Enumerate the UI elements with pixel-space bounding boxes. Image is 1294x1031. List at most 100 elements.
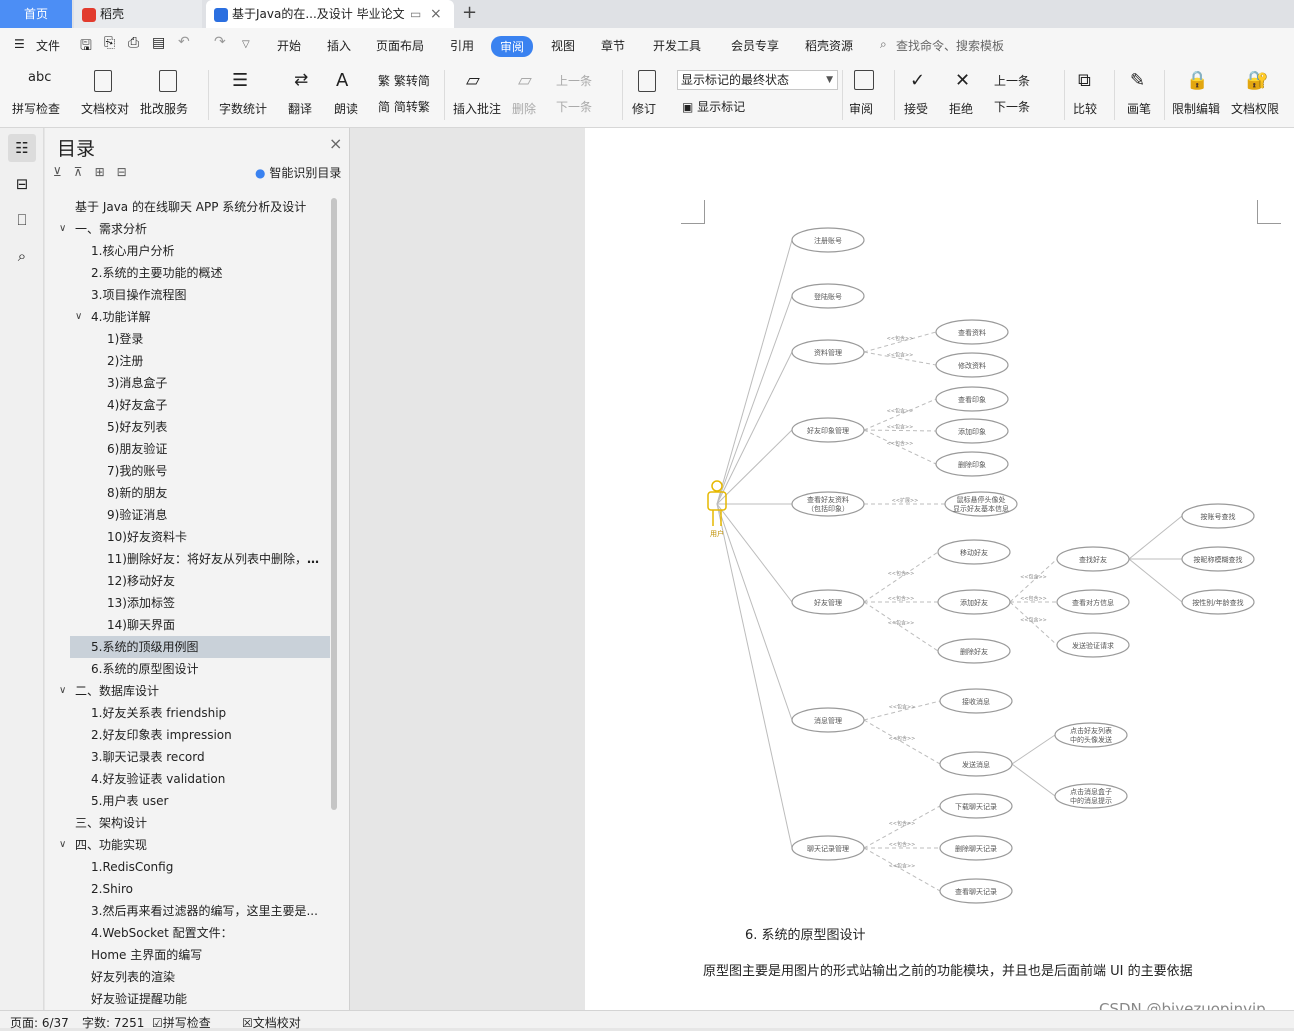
close-tab-icon[interactable]: × bbox=[430, 6, 442, 22]
toc-item[interactable]: 6.系统的原型图设计 bbox=[45, 658, 330, 680]
new-tab-button[interactable]: + bbox=[462, 2, 478, 23]
menu-insert[interactable]: 插入 bbox=[327, 39, 352, 53]
add-level-icon[interactable]: ⊞ bbox=[94, 165, 117, 179]
toc-item[interactable]: 2.Shiro bbox=[45, 878, 330, 900]
pen-button[interactable]: 画笔 bbox=[1127, 102, 1152, 116]
toc-item[interactable]: 基于 Java 的在线聊天 APP 系统分析及设计 bbox=[45, 196, 330, 218]
toc-item[interactable]: 2.好友印象表 impression bbox=[45, 724, 330, 746]
toc-item[interactable]: 11)删除好友：将好友从列表中删除，… bbox=[45, 548, 330, 570]
collapse-all-icon[interactable]: ⊻ bbox=[53, 165, 74, 179]
menu-chapter[interactable]: 章节 bbox=[601, 39, 626, 53]
smart-toc-button[interactable]: ● 智能识别目录 bbox=[255, 164, 341, 181]
toc-item[interactable]: 4.好友验证表 validation bbox=[45, 768, 330, 790]
toc-item[interactable]: 2.系统的主要功能的概述 bbox=[45, 262, 330, 284]
insert-comment-button[interactable]: 插入批注 bbox=[453, 102, 502, 116]
menu-layout[interactable]: 页面布局 bbox=[376, 39, 425, 53]
chapter-nav-icon[interactable]: ⊟ bbox=[15, 175, 29, 193]
file-menu[interactable]: 文件 bbox=[36, 39, 61, 53]
toc-item[interactable]: 三、架构设计 bbox=[45, 812, 330, 834]
menu-daoke-res[interactable]: 稻壳资源 bbox=[805, 39, 854, 53]
toc-item[interactable]: 8)新的朋友 bbox=[45, 482, 330, 504]
menu-devtools[interactable]: 开发工具 bbox=[653, 39, 702, 53]
expand-up-icon[interactable]: ⊼ bbox=[73, 165, 95, 179]
toc-item[interactable]: 4)好友盒子 bbox=[45, 394, 330, 416]
toc-item[interactable]: 3)消息盒子 bbox=[45, 372, 330, 394]
toc-item[interactable]: 7)我的账号 bbox=[45, 460, 330, 482]
reject-button[interactable]: 拒绝 bbox=[949, 102, 974, 116]
bookmark-icon[interactable]: ⎕ bbox=[17, 211, 27, 229]
hamburger-icon[interactable]: ☰ bbox=[14, 37, 25, 51]
toc-item[interactable]: ∨四、功能实现 bbox=[45, 834, 330, 856]
trad-to-simp-button[interactable]: 繁 繁转简 bbox=[378, 72, 430, 89]
toc-item[interactable]: 14)聊天界面 bbox=[45, 614, 330, 636]
toc-item[interactable]: 5)好友列表 bbox=[45, 416, 330, 438]
show-markup-button[interactable]: ▣ 显示标记 bbox=[682, 98, 745, 115]
toc-item[interactable]: ∨一、需求分析 bbox=[45, 218, 330, 240]
remove-level-icon[interactable]: ⊟ bbox=[116, 165, 139, 179]
markup-display-select[interactable]: 显示标记的最终状态 ▼ bbox=[677, 70, 838, 90]
spellcheck-button[interactable]: 拼写检查 bbox=[12, 102, 61, 116]
close-panel-icon[interactable]: × bbox=[329, 134, 343, 153]
toc-item[interactable]: 6)朋友验证 bbox=[45, 438, 330, 460]
doc-permission-button[interactable]: 文档权限 bbox=[1231, 102, 1280, 116]
toc-item[interactable]: 好友列表的渲染 bbox=[45, 966, 330, 988]
search-icon[interactable]: ⌕ bbox=[880, 37, 887, 51]
chevron-down-icon[interactable]: ∨ bbox=[75, 311, 83, 322]
undo-icon[interactable]: ↶ bbox=[178, 34, 190, 50]
redo-icon[interactable]: ↷ bbox=[214, 34, 226, 50]
word-count-button[interactable]: 字数统计 bbox=[219, 102, 268, 116]
next-change-button[interactable]: 下一条 bbox=[994, 100, 1031, 114]
word-count-indicator[interactable]: 字数: 7251 bbox=[82, 1016, 145, 1030]
toc-item[interactable]: 9)验证消息 bbox=[45, 504, 330, 526]
review-pane-button[interactable]: 审阅 bbox=[849, 102, 874, 116]
tab-document[interactable]: 基于Java的在...及设计 毕业论文 ▭ × bbox=[206, 0, 454, 28]
toc-icon[interactable]: ☷ bbox=[8, 134, 36, 162]
page-indicator[interactable]: 页面: 6/37 bbox=[10, 1016, 69, 1030]
toc-scrollbar[interactable] bbox=[331, 198, 337, 810]
preview-icon[interactable]: ▤ bbox=[152, 35, 166, 51]
screen-icon[interactable]: ▭ bbox=[410, 7, 422, 21]
toc-item[interactable]: 10)好友资料卡 bbox=[45, 526, 330, 548]
toc-item[interactable]: 3.聊天记录表 record bbox=[45, 746, 330, 768]
find-icon[interactable]: ⌕ bbox=[17, 247, 27, 265]
quick-dropdown-icon[interactable]: ▽ bbox=[242, 39, 250, 50]
toc-item[interactable]: ∨二、数据库设计 bbox=[45, 680, 330, 702]
toc-item[interactable]: 1)登录 bbox=[45, 328, 330, 350]
read-aloud-button[interactable]: 朗读 bbox=[334, 102, 359, 116]
next-comment-button[interactable]: 下一条 bbox=[556, 100, 593, 114]
proofread-button[interactable]: 文档校对 bbox=[81, 102, 130, 116]
chevron-down-icon[interactable]: ∨ bbox=[59, 839, 67, 850]
translate-button[interactable]: 翻译 bbox=[288, 102, 313, 116]
toc-item[interactable]: 3.然后再来看过滤器的编写，这里主要是... bbox=[45, 900, 330, 922]
toc-item[interactable]: Home 主界面的编写 bbox=[45, 944, 330, 966]
menu-start[interactable]: 开始 bbox=[277, 39, 302, 53]
toc-item[interactable]: 1.好友关系表 friendship bbox=[45, 702, 330, 724]
spellcheck-status[interactable]: ☑拼写检查 bbox=[152, 1014, 211, 1031]
print-icon[interactable]: ⎙ bbox=[128, 35, 140, 51]
toc-item[interactable]: ∨4.功能详解 bbox=[45, 306, 330, 328]
save-icon[interactable]: 🖫 bbox=[80, 38, 92, 54]
prev-change-button[interactable]: 上一条 bbox=[994, 74, 1031, 88]
toc-item[interactable]: 13)添加标签 bbox=[45, 592, 330, 614]
export-icon[interactable]: ⎘ bbox=[104, 35, 116, 51]
menu-reference[interactable]: 引用 bbox=[450, 39, 475, 53]
menu-member[interactable]: 会员专享 bbox=[731, 39, 780, 53]
restrict-edit-button[interactable]: 限制编辑 bbox=[1172, 102, 1221, 116]
toc-item[interactable]: 1.RedisConfig bbox=[45, 856, 330, 878]
chevron-down-icon[interactable]: ∨ bbox=[59, 685, 67, 696]
delete-comment-button[interactable]: 删除 bbox=[512, 102, 537, 116]
toc-item[interactable]: 好友验证提醒功能 bbox=[45, 988, 330, 1010]
tab-home[interactable]: 首页 bbox=[0, 0, 72, 28]
toc-item[interactable]: 3.项目操作流程图 bbox=[45, 284, 330, 306]
toc-item[interactable]: 5.系统的顶级用例图 bbox=[70, 636, 330, 658]
prev-comment-button[interactable]: 上一条 bbox=[556, 74, 593, 88]
toc-item[interactable]: 5.用户表 user bbox=[45, 790, 330, 812]
toc-item[interactable]: 4.WebSocket 配置文件： bbox=[45, 922, 330, 944]
toc-item[interactable]: 12)移动好友 bbox=[45, 570, 330, 592]
toc-item[interactable]: 1.核心用户分析 bbox=[45, 240, 330, 262]
correction-service-button[interactable]: 批改服务 bbox=[140, 102, 189, 116]
compare-button[interactable]: 比较 bbox=[1073, 102, 1098, 116]
menu-view[interactable]: 视图 bbox=[551, 39, 576, 53]
menu-review[interactable]: 审阅 bbox=[491, 36, 534, 57]
revise-button[interactable]: 修订 bbox=[632, 102, 657, 116]
